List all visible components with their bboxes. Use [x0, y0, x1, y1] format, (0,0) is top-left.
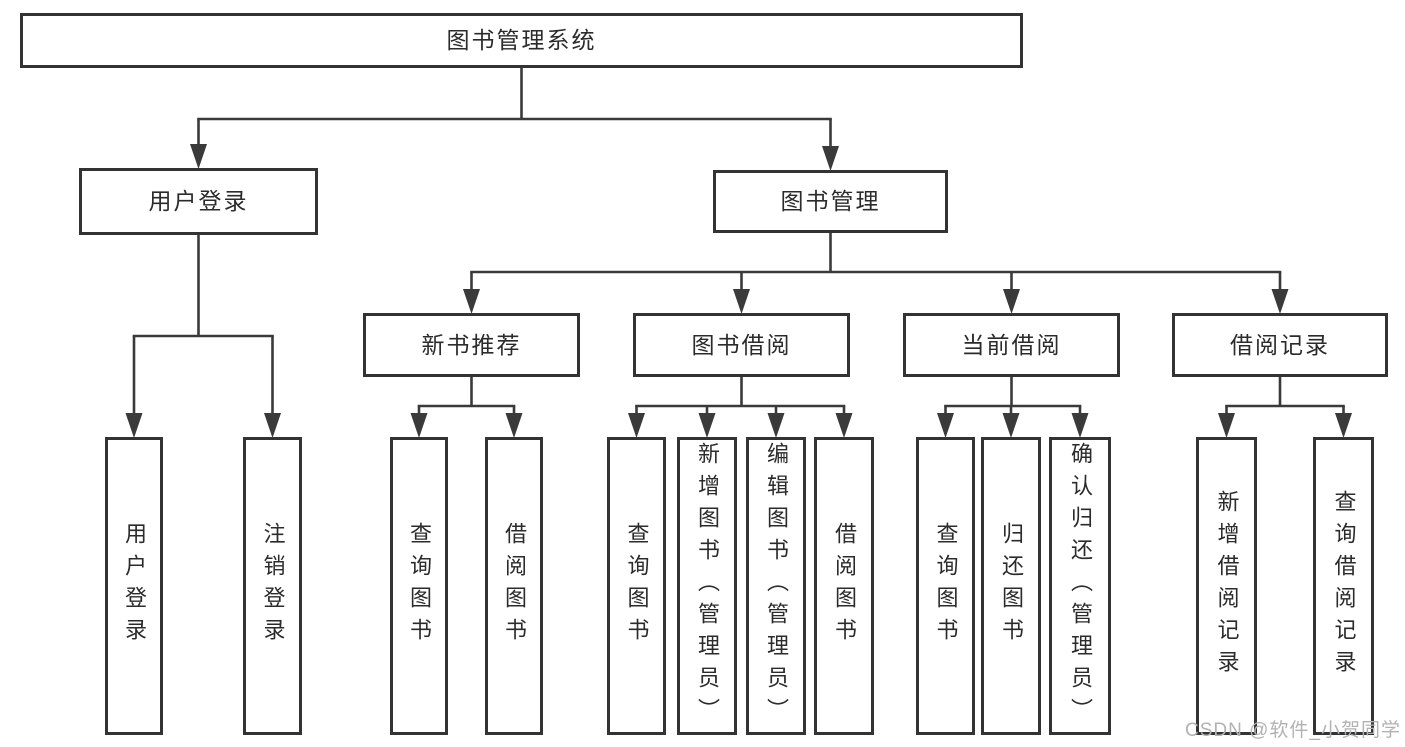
node-leaf-bb-borrow-books: 借阅图书	[814, 437, 874, 735]
node-borrowing-records: 借阅记录	[1172, 313, 1388, 377]
node-leaf-user-login: 用户登录	[105, 437, 163, 735]
node-leaf-br-add-record: 新增借阅记录	[1196, 437, 1257, 735]
node-leaf-cb-confirm-return: 确认归还（管理员）	[1049, 437, 1111, 735]
node-current-borrowing: 当前借阅	[903, 313, 1120, 377]
node-user-login: 用户登录	[79, 168, 318, 235]
node-book-borrowing: 图书借阅	[633, 313, 850, 377]
node-leaf-cb-query-books: 查询图书	[916, 437, 975, 735]
node-new-book-recommend: 新书推荐	[363, 313, 580, 377]
node-leaf-br-query-record: 查询借阅记录	[1313, 437, 1374, 735]
node-leaf-bb-add-books: 新增图书（管理员）	[677, 437, 737, 735]
node-root: 图书管理系统	[20, 13, 1023, 68]
node-leaf-bb-query-books: 查询图书	[607, 437, 666, 735]
node-leaf-bb-edit-books: 编辑图书（管理员）	[746, 437, 806, 735]
node-leaf-nbr-borrow-books: 借阅图书	[485, 437, 543, 735]
node-leaf-logout: 注销登录	[243, 437, 302, 735]
node-leaf-nbr-query-books: 查询图书	[390, 437, 448, 735]
watermark: CSDN @软件_小贺同学	[1185, 720, 1401, 741]
node-book-management: 图书管理	[713, 170, 948, 233]
node-leaf-cb-return-books: 归还图书	[981, 437, 1041, 735]
